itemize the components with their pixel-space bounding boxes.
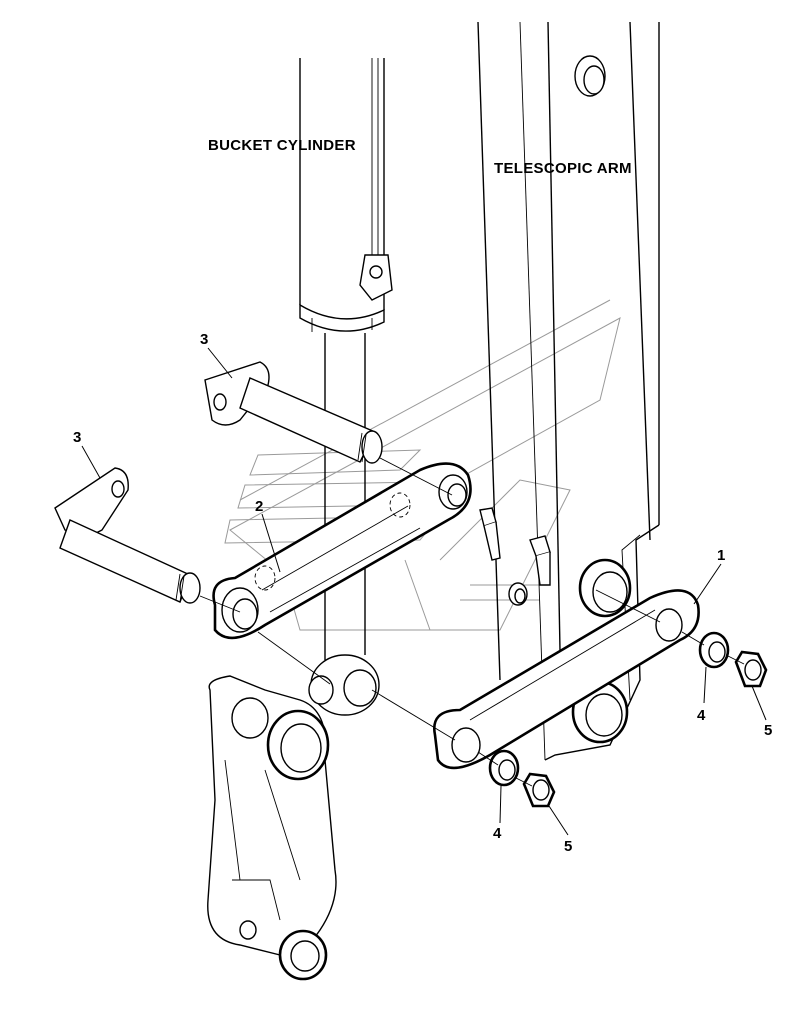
assembly-center-lines [199, 457, 745, 787]
callout-washer-lower: 4 [493, 825, 502, 842]
callout-pin-upper: 3 [200, 331, 208, 348]
pin-upper [204, 361, 383, 464]
washer-right [698, 631, 730, 669]
callout-washer-right: 4 [697, 707, 706, 724]
callout-nut-lower: 5 [564, 838, 572, 855]
callout-link-right: 1 [717, 547, 725, 564]
washer-lower [488, 749, 520, 787]
callout-nut-right: 5 [764, 722, 772, 739]
telescopic-arm [477, 21, 660, 761]
callout-pin-lower: 3 [73, 429, 81, 446]
nut-right [734, 650, 768, 688]
link-right [433, 589, 700, 770]
bucket-link-lever [207, 675, 337, 981]
nut-lower [522, 772, 556, 808]
bucket-cylinder-label: BUCKET CYLINDER [208, 137, 356, 154]
bucket-cylinder [299, 58, 393, 716]
link-left [212, 462, 472, 640]
callout-link-left: 2 [255, 498, 263, 515]
pin-lower [54, 467, 201, 604]
telescopic-arm-label: TELESCOPIC ARM [494, 160, 632, 177]
leader-lines [81, 347, 767, 836]
